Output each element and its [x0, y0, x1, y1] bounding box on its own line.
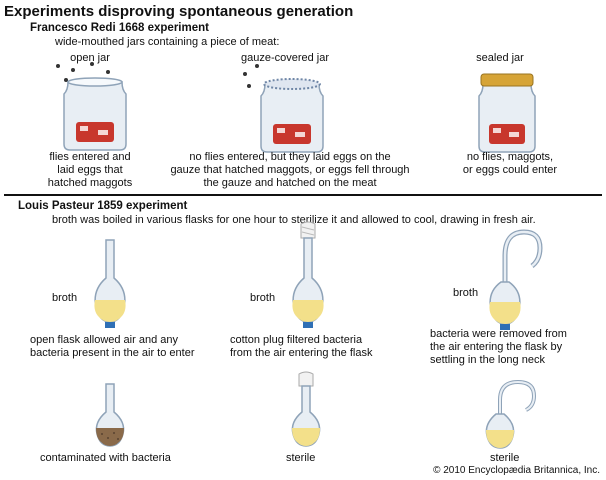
- pasteur-intro: broth was boiled in various flasks for o…: [52, 214, 536, 226]
- redi-intro: wide-mouthed jars containing a piece of …: [55, 36, 280, 48]
- section-divider: [4, 194, 602, 196]
- caption-line: hatched maggots: [47, 177, 133, 189]
- cotton-plug-icon: [300, 221, 316, 239]
- jar-icon: [478, 73, 536, 153]
- caption-line: gauze that hatched maggots, or eggs fell…: [170, 164, 410, 176]
- result-sterile-swan: sterile: [490, 452, 520, 464]
- caption-line: no flies entered, but they laid eggs on …: [189, 151, 391, 163]
- gauze-jar-illustration: [243, 64, 324, 153]
- caption-line: flies entered and: [49, 151, 131, 163]
- open-flask-illustration: [94, 239, 126, 328]
- fly-icon: [243, 64, 259, 88]
- swan-flask-caption: bacteria were removed from the air enter…: [430, 328, 567, 367]
- cotton-plug-icon: [298, 371, 314, 387]
- pasteur-heading: Louis Pasteur 1859 experiment: [18, 200, 188, 212]
- gauze-jar-caption: no flies entered, but they laid eggs on …: [170, 151, 410, 190]
- caption-line: bacteria present in the air to enter: [30, 347, 195, 359]
- swan-neck-flask-illustration: [489, 229, 543, 330]
- open-flask-caption: open flask allowed air and any bacteria …: [30, 334, 194, 360]
- result-sterile-plug: sterile: [286, 452, 316, 464]
- broth-label-1: broth: [52, 292, 78, 304]
- caption-line: cotton plug filtered bacteria: [230, 334, 363, 346]
- sterile-plug-flask-illustration: [291, 371, 321, 447]
- sealed-jar-caption: no flies, maggots, or eggs could enter: [440, 151, 580, 177]
- caption-line: no flies, maggots,: [466, 151, 554, 163]
- flask-icon: [489, 229, 543, 330]
- flask-icon: [291, 385, 321, 447]
- jar-icon: [63, 77, 127, 151]
- sterile-swan-flask-illustration: [485, 379, 537, 449]
- open-jar-illustration: [56, 62, 127, 151]
- jar-icon: [260, 78, 324, 153]
- cotton-flask-caption: cotton plug filtered bacteria from the a…: [230, 334, 372, 360]
- caption-line: from the air entering the flask: [230, 347, 373, 359]
- flask-icon: [485, 379, 537, 449]
- caption-line: the air entering the flask by: [430, 341, 563, 353]
- open-jar-caption: flies entered and laid eggs that hatched…: [30, 151, 150, 190]
- jar-label-open: open jar: [70, 52, 110, 64]
- caption-line: settling in the long neck: [430, 354, 545, 366]
- jar-label-gauze: gauze-covered jar: [240, 52, 330, 64]
- caption-line: open flask allowed air and any: [30, 334, 178, 346]
- contaminated-flask-illustration: [95, 383, 125, 447]
- caption-line: the gauze and hatched on the meat: [203, 177, 377, 189]
- caption-line: bacteria were removed from: [430, 328, 567, 340]
- caption-line: or eggs could enter: [462, 164, 558, 176]
- jar-label-sealed: sealed jar: [476, 52, 524, 64]
- broth-label-2: broth: [250, 292, 276, 304]
- cotton-plug-flask-illustration: [292, 221, 324, 328]
- sealed-jar-illustration: [478, 73, 536, 153]
- result-contaminated: contaminated with bacteria: [40, 452, 171, 464]
- redi-heading: Francesco Redi 1668 experiment: [30, 22, 209, 34]
- flask-icon: [292, 237, 324, 328]
- broth-label-3: broth: [453, 287, 479, 299]
- flask-icon: [94, 239, 126, 328]
- page-title: Experiments disproving spontaneous gener…: [4, 3, 354, 20]
- flask-icon: [95, 383, 125, 447]
- copyright-notice: © 2010 Encyclopædia Britannica, Inc.: [433, 465, 600, 476]
- caption-line: laid eggs that: [57, 164, 123, 176]
